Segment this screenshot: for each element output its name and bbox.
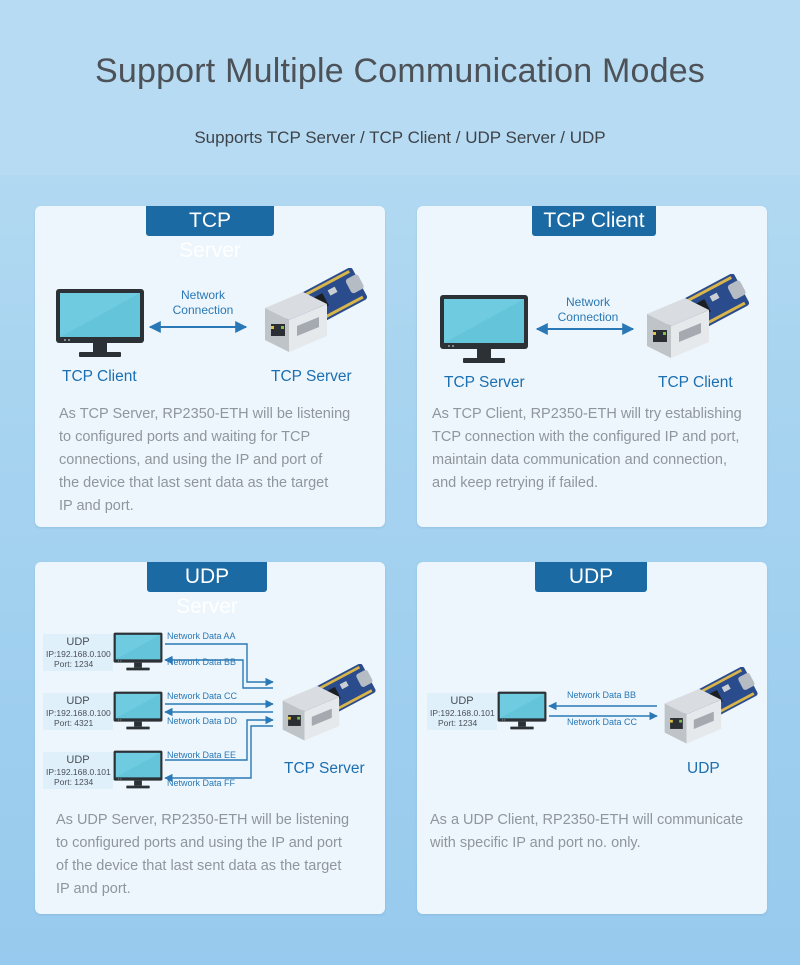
- card-tag-tcp-client: TCP Client: [532, 206, 656, 236]
- network-label-line2: Connection: [557, 310, 619, 324]
- ethernet-board-icon: [657, 667, 767, 749]
- monitor-icon: [113, 750, 163, 789]
- card-tcp-client: TCP Client Network Connection TCP Server…: [417, 206, 767, 527]
- udp-send-label: Network Data CC: [167, 691, 238, 701]
- card-udp-server: UDP Server UDP IP:192.168.0.100 Port: 12…: [35, 562, 385, 914]
- connection-arrow: [535, 323, 635, 335]
- card-description: As a UDP Client, RP2350-ETH will communi…: [430, 812, 744, 851]
- network-label-line1: Network: [565, 295, 610, 309]
- card-udp: UDP UDP IP:192.168.0.101 Port: 1234 Netw…: [417, 562, 767, 914]
- card-description: As TCP Server, RP2350-ETH will be listen…: [59, 406, 351, 514]
- monitor-icon: [113, 632, 163, 671]
- card-tag-udp-server: UDP Server: [147, 562, 267, 618]
- network-label-line2: Connection: [172, 303, 234, 317]
- card-tag-tcp-server: TCP Server: [146, 206, 274, 262]
- connection-arrow: [148, 321, 248, 333]
- page-title: Support Multiple Communication Modes: [94, 52, 706, 90]
- udp-client-box: UDP IP:192.168.0.100 Port: 1234: [43, 634, 113, 671]
- monitor-icon: [55, 288, 145, 358]
- monitor-icon: [113, 691, 163, 730]
- ethernet-board-icon: [275, 664, 385, 746]
- data-flow-lines: [164, 643, 274, 783]
- ethernet-board-icon: [257, 268, 377, 358]
- monitor-icon: [497, 691, 547, 730]
- udp-send-label: Network Data BB: [567, 690, 637, 700]
- udp-recv-label: Network Data DD: [167, 716, 238, 726]
- left-device-label: TCP Server: [444, 374, 525, 391]
- udp-send-label: Network Data AA: [167, 631, 236, 641]
- card-description: As TCP Client, RP2350-ETH will try estab…: [432, 406, 742, 491]
- ethernet-board-icon: [639, 274, 759, 364]
- card-tcp-server: TCP Server Network Connection TCP Client…: [35, 206, 385, 527]
- card-tag-udp: UDP: [535, 562, 647, 592]
- header-band: [0, 0, 800, 175]
- udp-recv-label: Network Data BB: [167, 657, 237, 667]
- udp-device-label: UDP: [687, 760, 720, 777]
- network-label-line1: Network: [180, 288, 225, 302]
- udp-recv-label: Network Data FF: [167, 778, 236, 788]
- right-device-label: TCP Client: [658, 374, 733, 391]
- udp-client-box: UDP IP:192.168.0.101 Port: 1234: [43, 752, 113, 789]
- server-device-label: TCP Server: [284, 760, 365, 777]
- udp-client-box: UDP IP:192.168.0.101 Port: 1234: [427, 693, 497, 730]
- left-device-label: TCP Client: [62, 368, 137, 385]
- udp-send-label: Network Data EE: [167, 750, 237, 760]
- udp-recv-label: Network Data CC: [567, 717, 638, 727]
- udp-client-box: UDP IP:192.168.0.100 Port: 4321: [43, 693, 113, 730]
- page-subtitle: Supports TCP Server / TCP Client / UDP S…: [194, 128, 606, 147]
- card-description: As UDP Server, RP2350-ETH will be listen…: [56, 812, 350, 897]
- monitor-icon: [439, 294, 529, 364]
- right-device-label: TCP Server: [271, 368, 352, 385]
- data-flow-lines: [548, 701, 658, 721]
